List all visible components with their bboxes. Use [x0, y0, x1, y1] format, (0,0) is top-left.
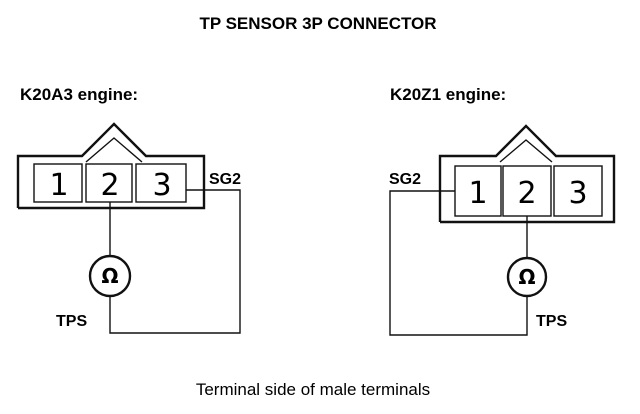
k20a3-ohmmeter [88, 254, 132, 298]
k20z1-terminal-3-cavity [553, 165, 603, 217]
k20z1-ohm-icon: Ω [518, 265, 535, 289]
k20z1-engine-label: K20Z1 engine: [390, 85, 506, 104]
k20a3-connector-latch [85, 137, 143, 163]
k20a3-engine-label: K20A3 engine: [20, 85, 138, 104]
k20z1-wire-sg2 [389, 190, 528, 336]
k20z1-terminal-1: 1 [468, 176, 487, 211]
k20a3-terminal-2-cavity [85, 163, 133, 203]
k20a3-terminal-1-cavity [33, 163, 83, 203]
k20a3-section: K20A3 engine: 1 2 3 Ω SG2 TPS [16, 85, 241, 334]
k20z1-section: K20Z1 engine: 1 2 3 Ω SG2 TPS [389, 85, 616, 336]
diagram-title: TP SENSOR 3P CONNECTOR [199, 14, 436, 33]
k20z1-connector: 1 2 3 [438, 124, 616, 224]
k20a3-tps-label: TPS [56, 313, 87, 330]
k20a3-terminal-2: 2 [100, 168, 119, 203]
k20z1-tps-label: TPS [536, 313, 567, 330]
k20a3-connector-housing [16, 122, 206, 210]
k20z1-sg2-label: SG2 [389, 171, 421, 188]
k20a3-connector: 1 2 3 [16, 122, 206, 210]
k20a3-terminal-3: 3 [152, 168, 171, 203]
k20a3-terminal-1: 1 [49, 168, 68, 203]
k20z1-terminal-3: 3 [568, 176, 587, 211]
k20z1-connector-latch [499, 139, 553, 163]
k20z1-connector-housing [438, 124, 616, 224]
k20a3-terminal-3-cavity [135, 163, 187, 203]
k20a3-wire-sg2 [109, 189, 241, 334]
k20z1-ohmmeter [506, 256, 548, 298]
k20a3-sg2-label: SG2 [209, 171, 241, 188]
k20a3-ohm-icon: Ω [101, 264, 118, 288]
diagram-caption: Terminal side of male terminals [196, 380, 430, 399]
k20z1-terminal-2: 2 [517, 176, 536, 211]
